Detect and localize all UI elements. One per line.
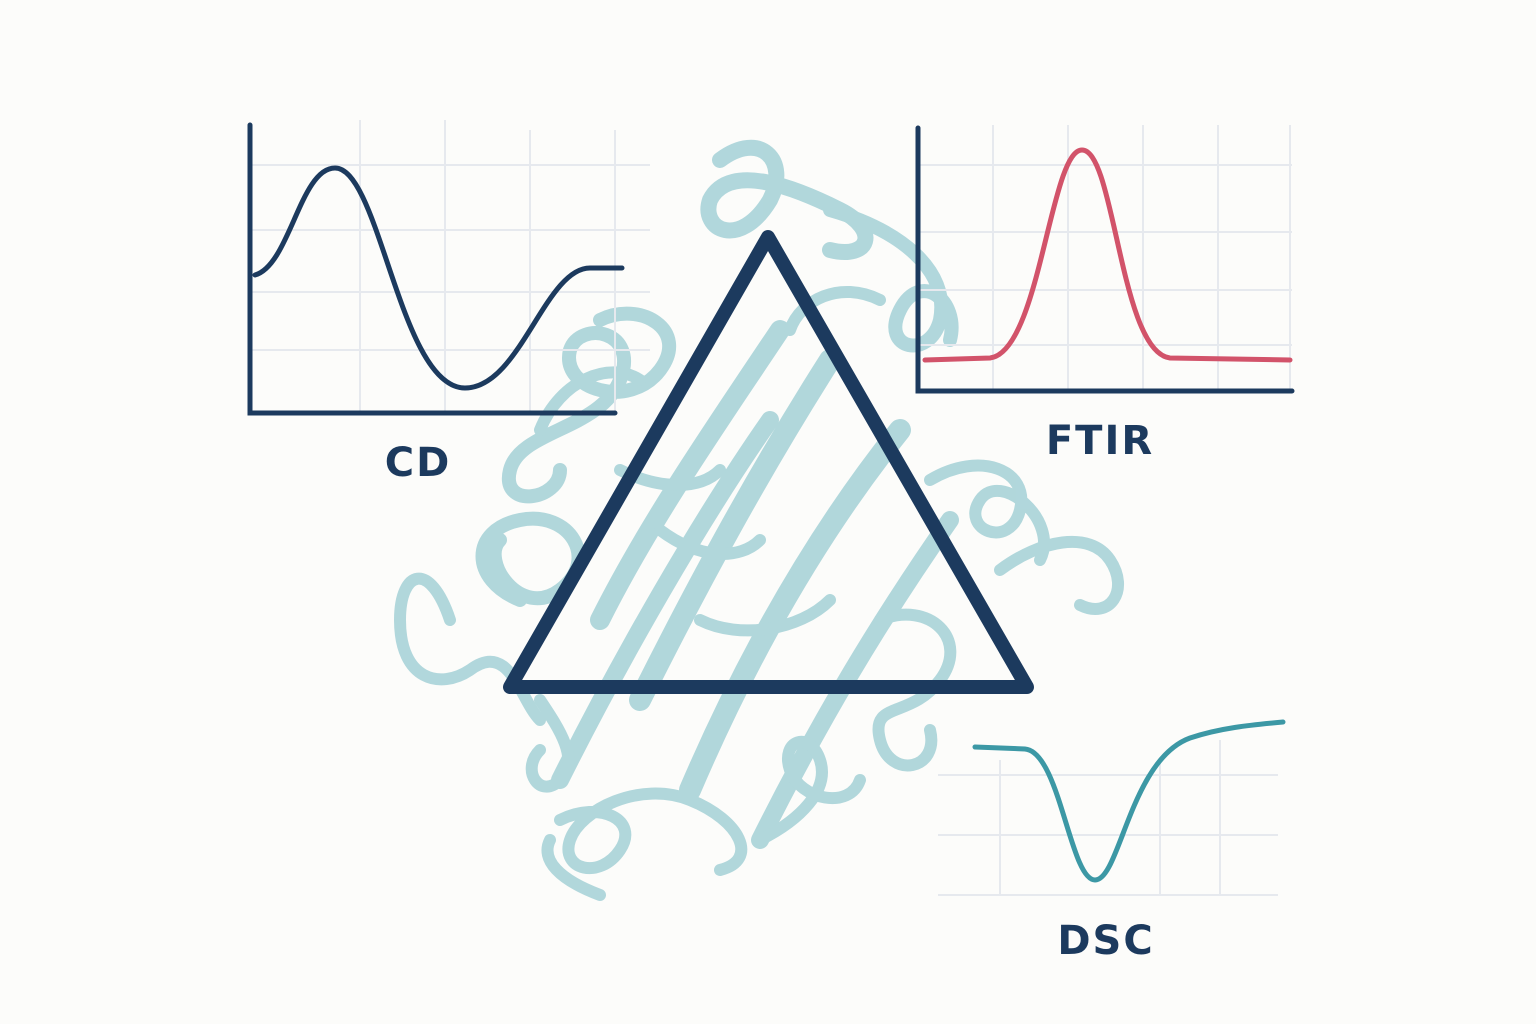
ftir-label: FTIR: [1045, 418, 1155, 464]
cd-grid: [250, 120, 650, 413]
protein-ribbon-illustration: [394, 139, 1125, 901]
ftir-curve: [922, 147, 1293, 363]
ftir-axes: [915, 125, 1295, 394]
cd-label: CD: [384, 440, 452, 486]
ftir-chart: [915, 125, 1295, 394]
triangle-icon: [503, 230, 1034, 694]
dsc-curve: [972, 719, 1286, 883]
cd-axes: [247, 122, 618, 416]
ftir-grid: [918, 125, 1292, 391]
cd-chart: [247, 120, 650, 416]
dsc-chart: [938, 719, 1286, 896]
dsc-label: DSC: [1057, 918, 1155, 964]
cd-curve: [252, 165, 625, 391]
dsc-grid: [938, 740, 1278, 896]
